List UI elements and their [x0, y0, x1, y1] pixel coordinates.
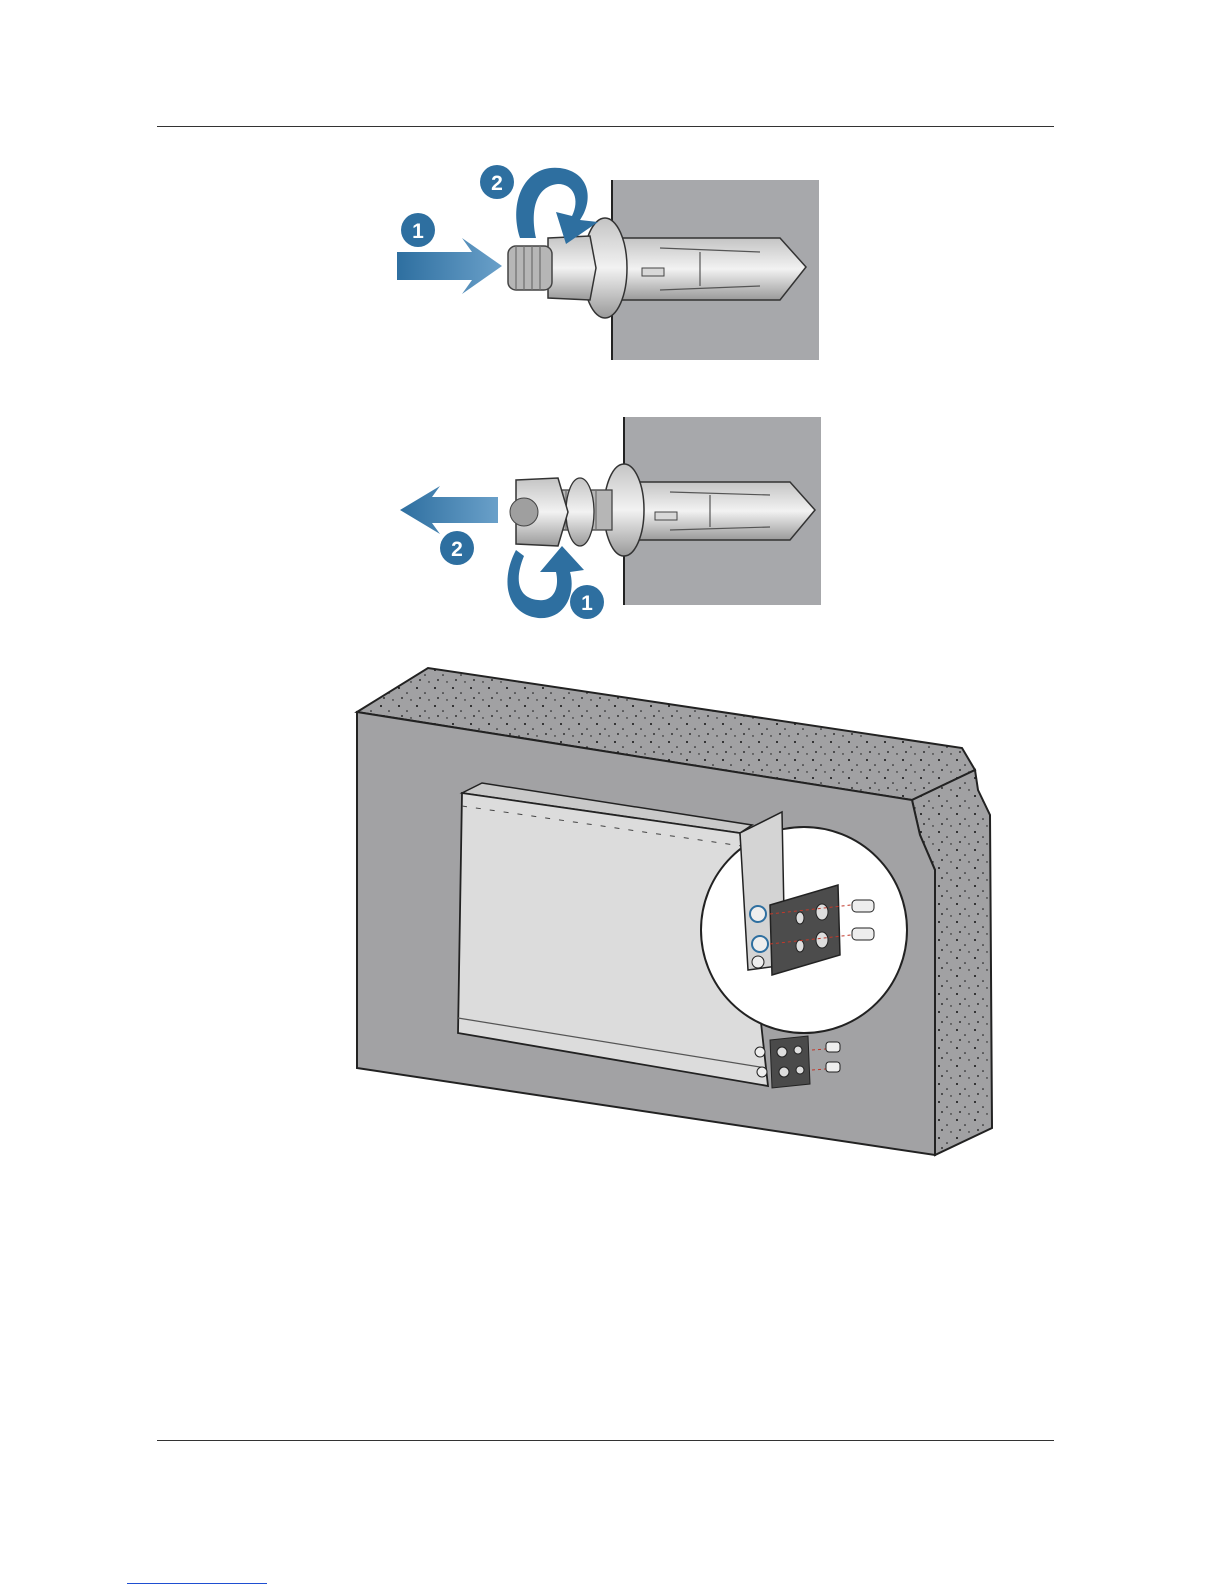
pull-arrow	[400, 486, 498, 534]
footer-rule	[157, 1440, 1054, 1441]
step-badge-1: 1	[570, 585, 604, 619]
figure-wall-mount-device	[357, 668, 992, 1155]
bolt-thread	[508, 246, 552, 290]
washer-small	[566, 478, 594, 546]
svg-text:1: 1	[412, 220, 424, 243]
step-badge-2: 2	[480, 165, 514, 199]
nut	[548, 236, 596, 300]
tighten-arrow	[516, 168, 598, 244]
svg-text:1: 1	[581, 592, 593, 615]
svg-text:2: 2	[451, 538, 463, 561]
screw	[826, 1062, 840, 1072]
footer-link-underline[interactable]	[127, 1583, 267, 1584]
screw	[826, 1042, 840, 1052]
screw	[852, 928, 874, 940]
figure-remove-nut: 2 1	[400, 417, 821, 619]
svg-text:2: 2	[491, 172, 503, 195]
step-badge-1: 1	[401, 213, 435, 247]
anchor-sleeve	[636, 482, 815, 540]
screw	[852, 900, 874, 912]
push-arrow	[397, 238, 502, 294]
step-badge-2: 2	[440, 531, 474, 565]
mounting-bracket	[770, 1036, 810, 1088]
figure-install-anchor-bolt: 1 2	[397, 165, 819, 360]
